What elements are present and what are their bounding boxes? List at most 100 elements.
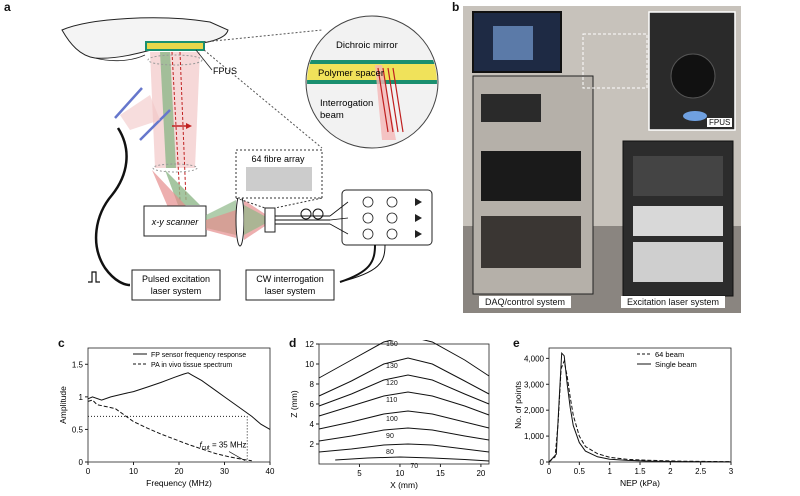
plot-frame — [548, 347, 732, 463]
x-tick-label: 2.5 — [695, 467, 707, 476]
legend-label: PA in vivo tissue spectrum — [151, 362, 232, 369]
y-tick-label: 6 — [310, 400, 315, 409]
y-tick-label: 2,000 — [524, 406, 545, 415]
x-tick-label: 1 — [607, 467, 612, 476]
x-tick-label: 1.5 — [634, 467, 646, 476]
y-axis-label: Amplitude — [58, 386, 68, 424]
x-axis-label: Frequency (MHz) — [146, 478, 212, 488]
contour-label: 150 — [386, 341, 398, 348]
x-tick-label: 40 — [266, 467, 275, 476]
panel-label-e: e — [513, 336, 520, 350]
cw-laser-label-line2: laser system — [265, 286, 316, 296]
x-axis-label: NEP (kPa) — [620, 478, 660, 488]
series-line — [548, 359, 732, 463]
x-tick-label: 3 — [729, 467, 734, 476]
lab-photograph: FPUS DAQ/control system Excitation laser… — [463, 6, 741, 313]
interrogation-beam-label-line1: Interrogation — [320, 98, 373, 109]
x-tick-label: 0.5 — [574, 467, 586, 476]
pulsed-laser-label-line1: Pulsed excitation — [142, 274, 210, 284]
polymer-spacer-label: Polymer spacer — [318, 68, 384, 79]
fpus-label: FPUS — [213, 66, 237, 76]
x-tick-label: 20 — [175, 467, 184, 476]
pulsed-laser-box — [131, 269, 221, 301]
contour-label: 130 — [386, 363, 398, 370]
series-line — [318, 427, 490, 442]
focusing-lens — [235, 193, 245, 247]
x-axis-label: X (mm) — [390, 480, 418, 490]
xy-scanner-label: x-y scanner — [151, 217, 200, 227]
y-tick-label: 4,000 — [524, 354, 545, 363]
contour-label: 100 — [386, 416, 398, 423]
y-tick-label: 0 — [540, 458, 545, 467]
x-tick-label: 30 — [220, 467, 229, 476]
fibre-dot-grid — [246, 167, 312, 191]
x-tick-label: 5 — [357, 469, 362, 478]
cutoff-sub: cut — [202, 446, 210, 452]
panel-label-d: d — [289, 336, 297, 350]
fibre-array-connector — [264, 207, 276, 233]
series-line — [87, 372, 271, 430]
y-axis-label: No. of points — [513, 381, 523, 429]
panel-label-a: a — [4, 0, 11, 14]
series-line — [318, 443, 490, 453]
y-tick-label: 1 — [79, 393, 84, 402]
cutoff-rest: = 35 MHz — [210, 441, 247, 450]
contour-label: 110 — [386, 397, 397, 404]
contour-label: 80 — [386, 449, 394, 456]
y-tick-label: 1,000 — [524, 432, 545, 441]
legend-label: FP sensor frequency response — [151, 352, 246, 359]
dichroic-mirror-label: Dichroic mirror — [336, 40, 398, 51]
y-axis-label: Z (mm) — [289, 390, 299, 418]
pulsed-laser-label-line2: laser system — [151, 286, 202, 296]
pulse-symbol-icon — [88, 271, 100, 283]
series-line — [335, 456, 490, 462]
series-line — [87, 399, 252, 462]
daq-label: DAQ/control system — [479, 296, 572, 308]
contour-label: 120 — [386, 380, 398, 387]
fpus-photo-label: FPUS — [707, 118, 733, 127]
excitation-fibre — [94, 127, 131, 287]
y-tick-label: 8 — [310, 380, 315, 389]
y-tick-label: 2 — [310, 440, 315, 449]
schematic-diagram: x-y scanner 64 fibre array Pulsed excita… — [61, 15, 439, 301]
panel-label-b: b — [452, 0, 460, 14]
contour-label: 90 — [386, 433, 394, 440]
sensor-inset-magnifier — [305, 15, 439, 149]
hand-illustration — [61, 17, 229, 59]
excitation-label: Excitation laser system — [621, 296, 726, 308]
x-tick-label: 20 — [476, 469, 485, 478]
cutoff-annotation: fcut = 35 MHz — [199, 441, 246, 452]
cw-laser-label-line1: CW interrogation — [256, 274, 324, 284]
y-tick-label: 1.5 — [72, 360, 84, 369]
series-line — [318, 340, 490, 379]
series-line — [318, 374, 490, 407]
dichroic-mirror-left — [114, 87, 143, 119]
legend-label: Single beam — [655, 360, 697, 369]
annotation-arrow — [228, 451, 246, 462]
y-tick-label: 0 — [79, 458, 84, 467]
cutoff-f: f — [199, 441, 202, 450]
plot-frame — [318, 343, 490, 465]
x-tick-label: 0 — [547, 467, 552, 476]
series-line — [318, 410, 490, 430]
contour-label: 70 — [410, 463, 418, 470]
cw-laser-box — [245, 269, 335, 301]
x-tick-label: 10 — [395, 469, 404, 478]
y-tick-label: 12 — [305, 340, 314, 349]
series-line — [548, 352, 732, 463]
x-tick-label: 10 — [129, 467, 138, 476]
panel-label-c: c — [58, 336, 65, 350]
legend-label: 64 beam — [655, 350, 684, 359]
series-line — [318, 391, 490, 417]
interrogation-beam-label-line2: beam — [320, 110, 344, 121]
y-tick-label: 0.5 — [72, 425, 84, 434]
y-tick-label: 3,000 — [524, 380, 545, 389]
y-tick-label: 10 — [305, 360, 314, 369]
x-tick-label: 0 — [86, 467, 91, 476]
dichroic-mirror-right — [139, 109, 171, 141]
y-tick-label: 4 — [310, 420, 315, 429]
x-tick-label: 2 — [668, 467, 673, 476]
